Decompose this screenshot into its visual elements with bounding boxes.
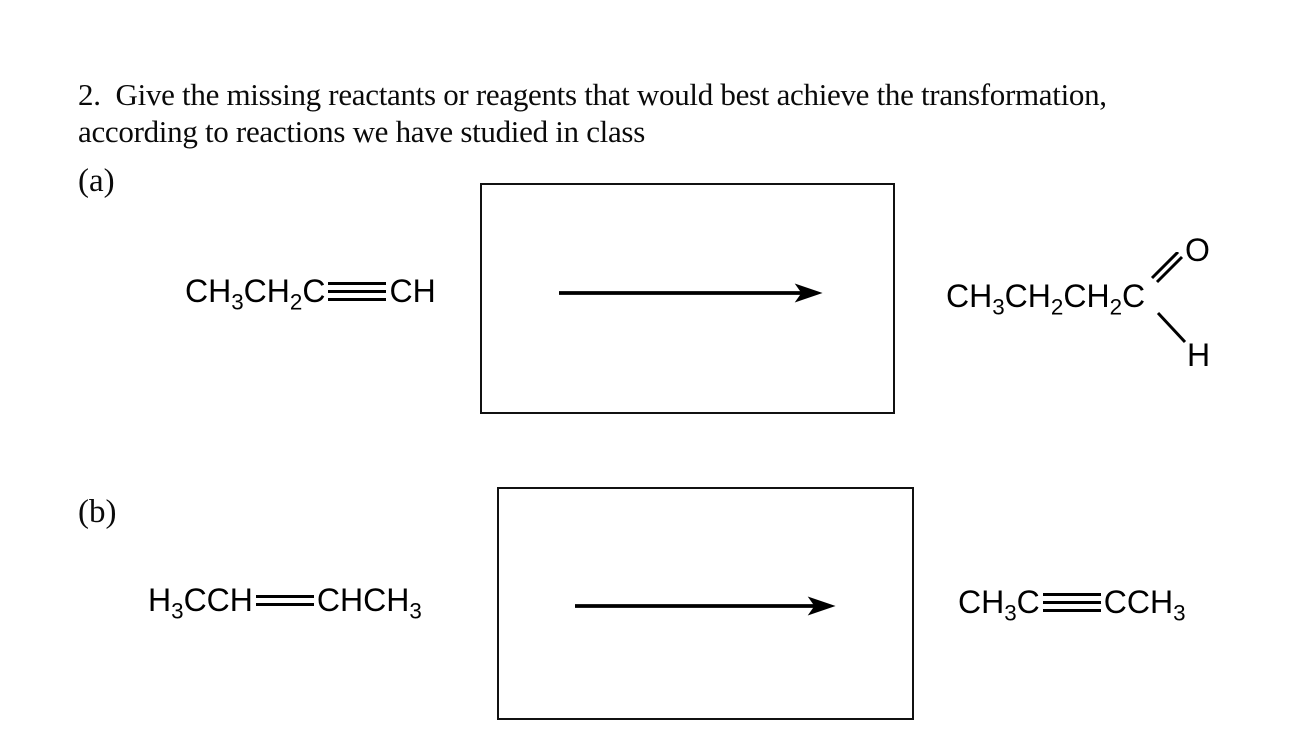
part-a-answer-box — [480, 183, 895, 414]
part-b-label: (b) — [78, 494, 117, 530]
triple-bond — [1042, 593, 1101, 612]
part-a-product-hydrogen-atom: H — [1187, 337, 1211, 373]
carbonyl-and-ch-bonds — [1150, 252, 1187, 344]
carbonyl-double-bond-line-1 — [1150, 252, 1180, 280]
triple-bond — [328, 282, 387, 301]
part-a-product-oxygen-atom: O — [1185, 232, 1210, 268]
carbonyl-double-bond-line-2 — [1155, 255, 1184, 284]
part-a-product-structure: CH3CH2CH2C O H — [946, 232, 1246, 382]
part-a-product-chain: CH3CH2CH2C — [946, 278, 1146, 320]
arrow-head — [807, 596, 836, 616]
part-b-answer-box — [497, 487, 914, 720]
part-a-label: (a) — [78, 163, 115, 199]
question-line-2: according to reactions we have studied i… — [78, 114, 645, 149]
part-a-reaction-arrow — [559, 283, 823, 303]
question-text: 2. Give the missing reactants or reagent… — [78, 76, 1107, 150]
arrow-head — [794, 283, 823, 303]
double-bond — [255, 595, 314, 606]
question-line-1: 2. Give the missing reactants or reagent… — [78, 77, 1107, 112]
c-h-single-bond-line — [1156, 311, 1187, 344]
part-b-reaction-arrow — [575, 596, 836, 616]
